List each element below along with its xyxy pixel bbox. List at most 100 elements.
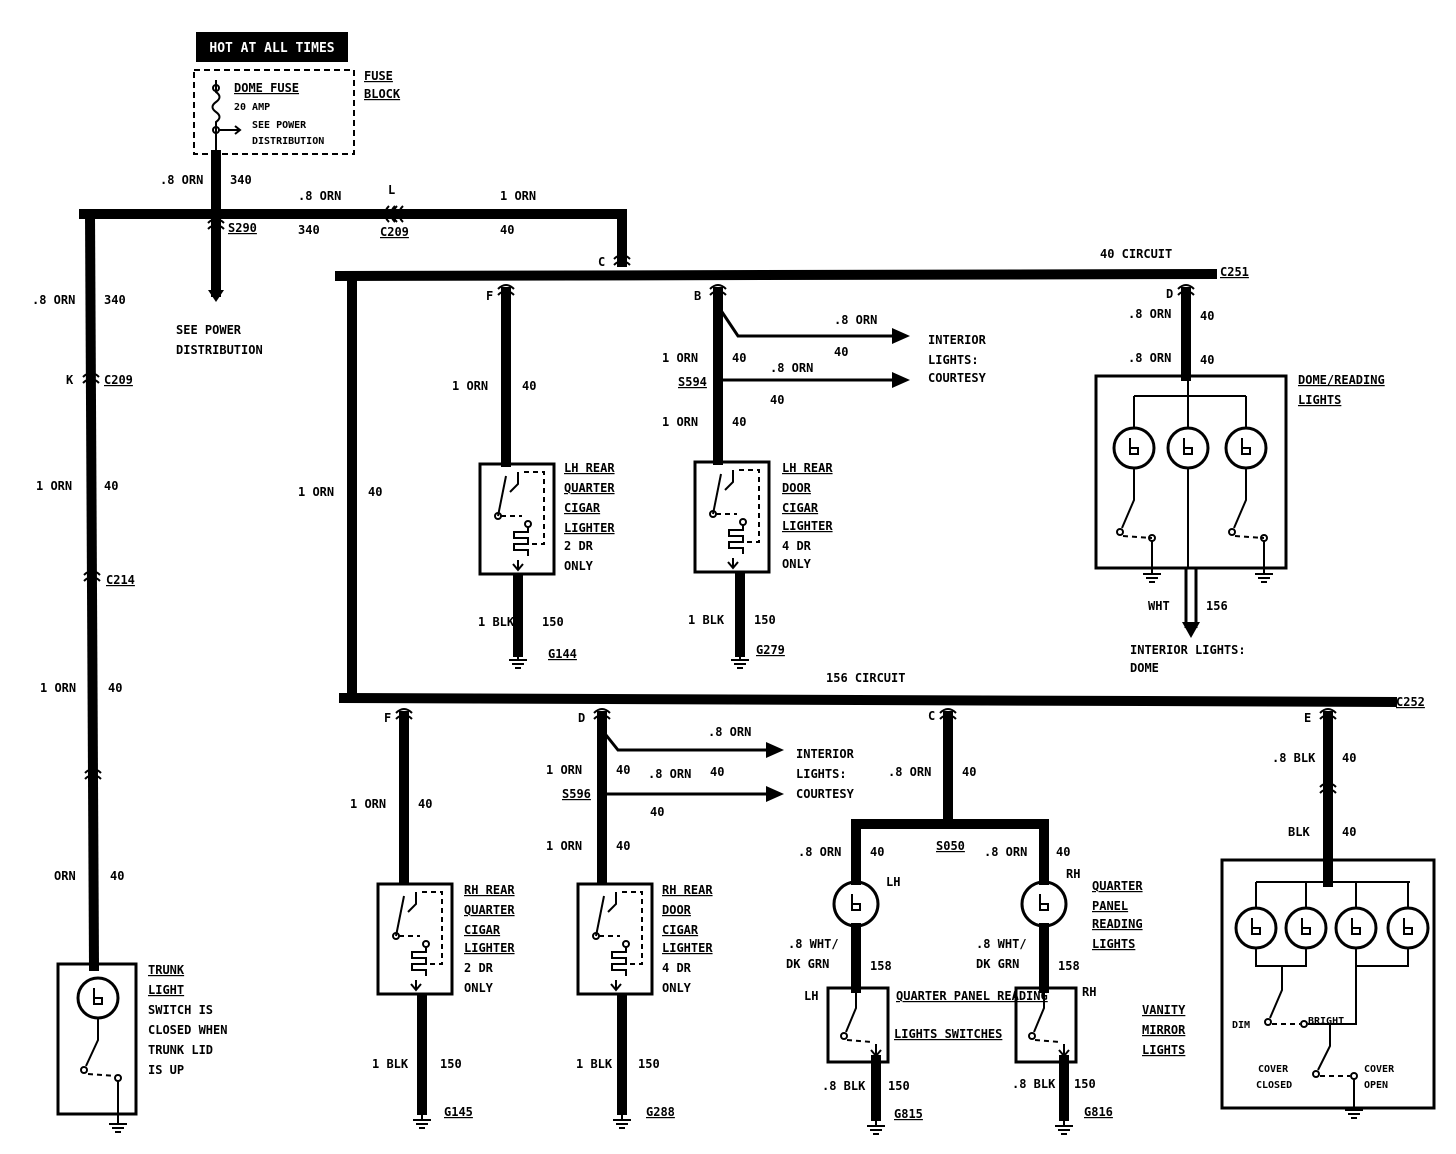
labels: .8 ORN 340 .8 ORN L 1 ORN S290 340 C209 … [32,173,1425,1121]
connector-f-pin-2: F [384,711,391,725]
wire-label: .8 ORN [888,765,931,779]
fuse-see-power-2: DISTRIBUTION [252,136,324,147]
lh-switch-label: LH [804,989,818,1003]
connector-b-pin: B [694,289,701,303]
fuse-block-box [193,69,355,155]
connector-k-pin: K [66,373,74,387]
courtesy-label-2: LIGHTS: [928,353,979,367]
lh-quarter-label-1: LH REAR [564,461,615,475]
rh-door-label-6: ONLY [662,981,692,995]
connector-c-pin-2: C [928,709,935,723]
ground-g279-symbol [730,651,750,669]
qp-switches-label-2: LIGHTS SWITCHES [894,1027,1002,1041]
circuit-label: 40 [616,763,630,777]
rh-bulb-label: RH [1066,867,1080,881]
lh-door-label-1: LH REAR [782,461,833,475]
circuit-label: 340 [104,293,126,307]
circuit-label: 40 [1342,825,1356,839]
connector-c-pin: C [598,255,605,269]
connector-c214: C214 [106,573,135,587]
wire-label: BLK [1288,825,1310,839]
wire-label: WHT [1148,599,1170,613]
circuit-label: 40 [732,351,746,365]
connector-d-pin: D [1166,287,1173,301]
connector-c209-top: C209 [380,225,409,239]
vanity-label-1: VANITY [1142,1003,1186,1017]
hot-at-all-times-label: HOT AT ALL TIMES [209,41,334,56]
circuit-label: 40 [1200,309,1214,323]
qp-label-4: LIGHTS [1092,937,1135,951]
rh-quarter-label-3: CIGAR [464,923,501,937]
wire-label: 1 ORN [350,797,386,811]
cover-open-label-2: OPEN [1364,1080,1388,1091]
rh-quarter-label-2: QUARTER [464,903,515,917]
wire-label: .8 ORN [1128,307,1171,321]
wire-label: 1 BLK [478,615,515,629]
wire-label: 1 ORN [546,839,582,853]
ground-g279-label: G279 [756,643,785,657]
wire-label: .8 ORN [708,725,751,739]
dome-reading-lights-symbol [1094,374,1288,638]
wire-label: 1 ORN [662,415,698,429]
cover-open-label-1: COVER [1364,1064,1395,1075]
dome-fuse-label: DOME FUSE [234,81,299,95]
wire-label: ORN [54,869,76,883]
splice-s596: S596 [562,787,591,801]
wire-label: 1 ORN [662,351,698,365]
vanity-label-3: LIGHTS [1142,1043,1185,1057]
fuse-rating: 20 AMP [234,102,270,113]
rh-switch-label: RH [1082,985,1096,999]
rh-door-label-5: 4 DR [662,961,692,975]
fuse-block-title-2: BLOCK [364,87,401,101]
wire-label: .8 ORN [770,361,813,375]
lh-quarter-label-4: LIGHTER [564,521,615,535]
lh-quarter-label-2: QUARTER [564,481,615,495]
wire-label: 1 ORN [40,681,76,695]
circuit-label: 340 [298,223,320,237]
fuse-block-title-1: FUSE [364,69,393,83]
wire-label: .8 ORN [298,189,341,203]
bright-label: BRIGHT [1308,1016,1344,1027]
see-power-2: DISTRIBUTION [176,343,263,357]
wire-label: .8 ORN [1128,351,1171,365]
circuit-40-label: 40 CIRCUIT [1100,247,1172,261]
ground-g145-symbol [412,1111,432,1129]
vanity-mirror-lights-symbol [1220,858,1436,1119]
ground-g816-label: G816 [1084,1105,1113,1119]
circuit-label: 158 [870,959,892,973]
wire-label: .8 BLK [1012,1077,1056,1091]
qp-label-2: PANEL [1092,899,1128,913]
ground-g288-symbol [612,1111,632,1129]
wire-label: .8 ORN [648,767,691,781]
wire-label: 1 BLK [576,1057,613,1071]
splice-s050: S050 [936,839,965,853]
ground-g815-label: G815 [894,1107,923,1121]
circuit-label: 40 [500,223,514,237]
lh-door-label-2: DOOR [782,481,812,495]
rh-quarter-label-1: RH REAR [464,883,515,897]
circuit-label: 40 [418,797,432,811]
splice-s290: S290 [228,221,257,235]
wire-label: .8 WHT/ [976,937,1027,951]
wire-label: 1 ORN [298,485,334,499]
wire-label: .8 BLK [822,1079,866,1093]
circuit-label: 40 [1342,751,1356,765]
circuit-label: 150 [1074,1077,1096,1091]
fuse-see-power-1: SEE POWER [252,120,307,131]
circuit-label: 340 [230,173,252,187]
connector-c251: C251 [1220,265,1249,279]
trunk-label-5: TRUNK LID [148,1043,213,1057]
connector-l-pin: L [388,183,395,197]
courtesy2-label-3: COURTESY [796,787,855,801]
wire-label: 1 BLK [372,1057,409,1071]
splice-s594: S594 [678,375,707,389]
lh-door-label-4: LIGHTER [782,519,833,533]
trunk-label-4: CLOSED WHEN [148,1023,227,1037]
wire-label: .8 ORN [160,173,203,187]
lh-quarter-label-5: 2 DR [564,539,594,553]
connector-d-pin-2: D [578,711,585,725]
circuit-label: 40 [1056,845,1070,859]
dome-reading-label-1: DOME/READING [1298,373,1385,387]
circuit-label: 150 [888,1079,910,1093]
